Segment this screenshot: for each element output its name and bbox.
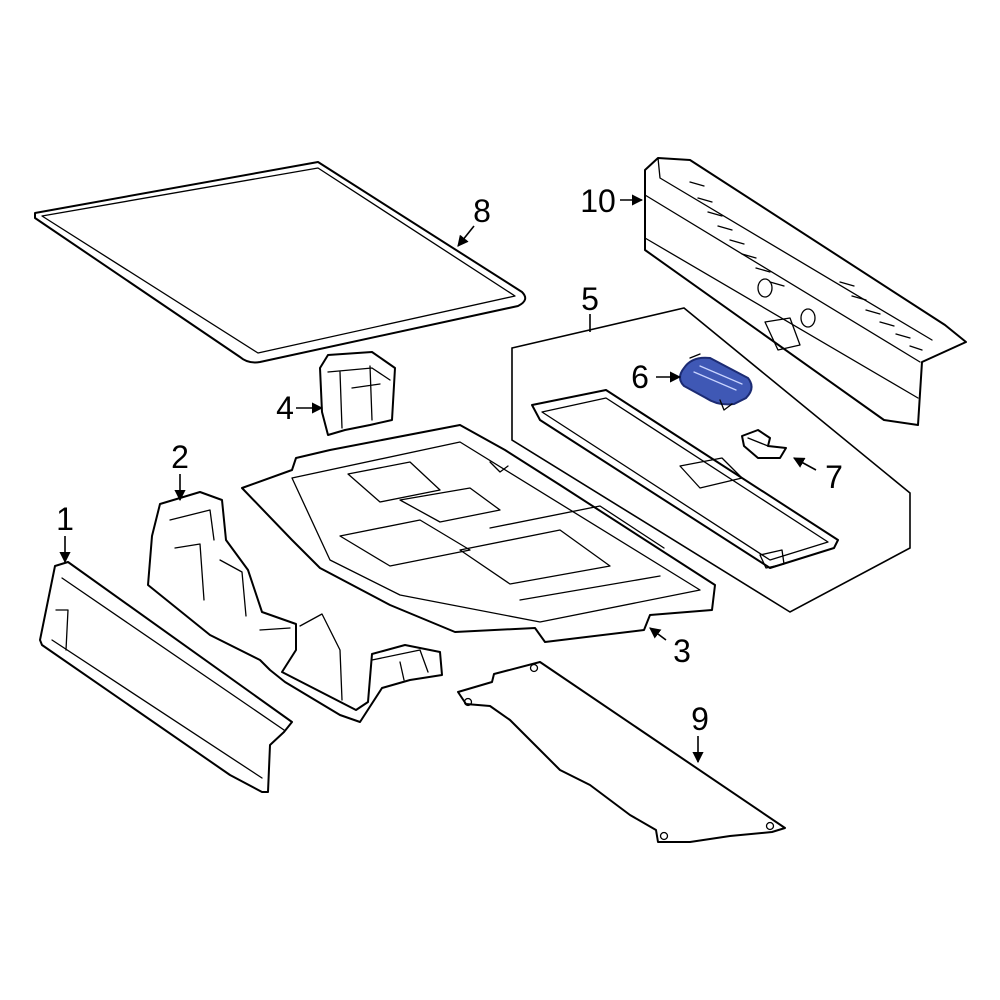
callout-labels: 1 2 3 4 5 6 7 8 9 10: [56, 183, 843, 737]
part-4-bracket[interactable]: [319, 351, 396, 436]
part-5-assembly-outline: [511, 307, 911, 613]
part-7-clip[interactable]: [741, 429, 787, 459]
callout-1: 1: [56, 501, 74, 537]
callout-3: 3: [673, 633, 691, 669]
callout-2: 2: [171, 439, 189, 475]
callout-6: 6: [631, 359, 649, 395]
part-6-handle[interactable]: [679, 353, 753, 411]
callout-5: 5: [581, 281, 599, 317]
callout-8: 8: [473, 193, 491, 229]
part-10-rear-panel[interactable]: [644, 157, 967, 426]
callout-7: 7: [825, 459, 843, 495]
part-3-floor-tray[interactable]: [241, 424, 716, 643]
part-2-side-frame[interactable]: [147, 491, 443, 723]
callout-10: 10: [580, 183, 616, 219]
callout-4: 4: [276, 390, 294, 426]
part-8-floor-panel[interactable]: [34, 161, 527, 364]
callout-9: 9: [691, 701, 709, 737]
part-1-side-trim[interactable]: [39, 561, 293, 793]
part-9-shield-plate[interactable]: [457, 661, 786, 843]
part-5-cover-panel[interactable]: [531, 389, 839, 569]
part-10-slots: [689, 181, 923, 351]
leader-lines: [59, 194, 817, 764]
